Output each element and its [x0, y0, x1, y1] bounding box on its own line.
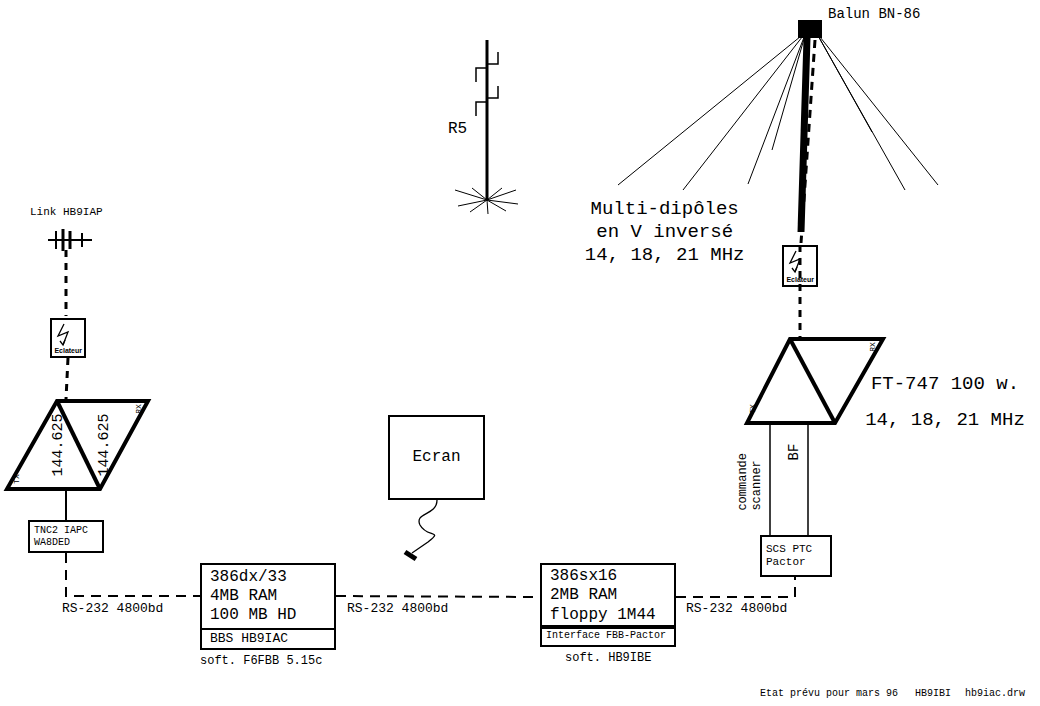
- coax-line: [799, 245, 802, 337]
- r5-vertical-antenna-part: [476, 102, 487, 116]
- connector-label: RS-232 4800bd: [60, 601, 165, 617]
- inverted-v-dipoles-part-part: [816, 32, 938, 185]
- box-text: 386sx16: [550, 567, 617, 586]
- screen-cable-part: [405, 552, 416, 559]
- serial-link: [676, 577, 795, 597]
- box-text: Interface FBB-Pactor: [546, 630, 666, 642]
- link-yagi-antenna: [48, 229, 92, 316]
- antenna-label: R5: [448, 120, 467, 139]
- footer-note: Etat prévu pour mars 96: [760, 688, 898, 700]
- box-text: 4MB RAM: [210, 587, 277, 606]
- pactor-modem-box: SCS PTCPactor: [760, 535, 832, 577]
- link-yagi-antenna-part: [55, 231, 57, 249]
- cable-line: [65, 491, 67, 520]
- transceiver-text: 144.625: [50, 413, 67, 476]
- box-text: BBS HB9IAC: [210, 631, 288, 647]
- inverted-v-dipoles-part-part: [816, 32, 905, 190]
- inverted-v-dipoles-part-part: [748, 32, 806, 184]
- r5-vertical-antenna-part-part: [487, 190, 516, 200]
- antenna-label: Link HB9IAP: [30, 206, 103, 219]
- box-text: 386dx/33: [210, 568, 287, 587]
- inverted-v-dipoles-part-part: [618, 32, 806, 185]
- box-text: Eclateur: [54, 347, 82, 355]
- footer-note: HB9IBI: [915, 688, 951, 700]
- r5-vertical-antenna-part-part: [487, 200, 518, 204]
- box-text: Ecran: [412, 448, 460, 467]
- screen-cable: [405, 500, 437, 559]
- audio-line: [807, 425, 809, 535]
- r5-vertical-antenna-part-part: [470, 200, 487, 212]
- screen-cable-part: [412, 500, 437, 553]
- screen-box: Ecran: [388, 415, 485, 500]
- lightning-symbol-part: [792, 267, 797, 272]
- computer-box: 386dx/334MB RAM100 MB HD: [200, 563, 336, 630]
- lightning-symbol-part: [58, 324, 68, 345]
- link-yagi-antenna-part: [65, 250, 68, 316]
- software-label: soft. F6FBB 5.15c: [200, 654, 322, 668]
- parallelogram-border: [747, 339, 883, 423]
- control-line: [769, 425, 771, 535]
- antenna-label: Multi-dipôles en V inversé 14, 18, 21 MH…: [582, 198, 747, 266]
- inverted-v-dipoles-part: [801, 38, 807, 232]
- r5-vertical-antenna-part: [487, 52, 498, 64]
- serial-link: [336, 596, 540, 597]
- balun-label: Balun BN-86: [828, 6, 920, 23]
- software-label: soft. HB9IBE: [565, 651, 651, 665]
- box-text: floppy 1M44: [550, 606, 656, 625]
- hf-transceiver: TXRXFT-747 100 w.14, 18, 21 MHz: [745, 337, 885, 425]
- parallelogram-outline: [745, 337, 885, 425]
- box-text: TNC2 IAPC: [34, 525, 88, 537]
- port-label: TX: [12, 474, 21, 484]
- box-text: Pactor: [766, 556, 806, 569]
- r5-vertical-antenna-part: [476, 68, 487, 82]
- spark-gap-box: Eclateur: [50, 318, 86, 358]
- coax-line: [66, 358, 68, 399]
- r5-vertical-antenna-part: [487, 86, 498, 98]
- box-text: Eclateur: [786, 276, 814, 284]
- software-box: BBS HB9IAC: [200, 628, 336, 650]
- box-text: 100 MB HD: [210, 606, 296, 625]
- link-yagi-antenna-part: [62, 229, 65, 251]
- link-yagi-antenna-part: [69, 231, 72, 249]
- inverted-v-dipoles-part: [618, 32, 938, 190]
- tnc-box: TNC2 IAPCWA8DED: [28, 520, 104, 553]
- inverted-v-dipoles-part-part: [683, 32, 806, 190]
- box-text: 2MB RAM: [550, 586, 617, 605]
- connector-label: BF: [786, 442, 802, 463]
- box-text: SCS PTC: [766, 543, 812, 556]
- r5-vertical-antenna-part-part: [455, 190, 487, 200]
- r5-vertical-antenna-part-part: [472, 188, 487, 200]
- connector-label: RS-232 4800bd: [345, 601, 450, 617]
- footer-note: hb9iac.drw: [965, 688, 1025, 700]
- interface-box: Interface FBB-Pactor: [540, 625, 676, 647]
- transceiver-text: 144.625: [96, 413, 113, 476]
- port-label: TX: [748, 404, 757, 414]
- port-label: RX: [134, 404, 143, 414]
- parallelogram-outline: [5, 399, 150, 491]
- port-label: RX: [868, 342, 877, 352]
- spark-gap-box: Eclateur: [782, 245, 818, 287]
- connector-label: commande scanner: [737, 447, 765, 512]
- transceiver-text: FT-747 100 w.: [871, 374, 1019, 396]
- link-yagi-antenna-part: [81, 233, 83, 247]
- computer-box: 386sx162MB RAMfloppy 1M44: [540, 563, 676, 629]
- vhf-transceiver: 144.625 144.625TX RX: [5, 399, 150, 491]
- lightning-symbol-part: [60, 340, 65, 345]
- parallelogram-diagonal: [790, 339, 835, 423]
- parallelogram-border: [7, 401, 148, 489]
- r5-vertical-antenna-part-part: [487, 188, 502, 200]
- inverted-v-dipoles-part: [801, 40, 815, 243]
- connector-label: RS-232 4800bd: [684, 601, 789, 617]
- box-text: WA8DED: [34, 537, 70, 549]
- transceiver-text: 14, 18, 21 MHz: [865, 410, 1025, 432]
- r5-vertical-antenna-part-part: [487, 200, 488, 214]
- serial-link: [66, 553, 200, 596]
- r5-vertical-antenna-part: [455, 188, 518, 214]
- inverted-v-dipoles-part: [798, 20, 822, 38]
